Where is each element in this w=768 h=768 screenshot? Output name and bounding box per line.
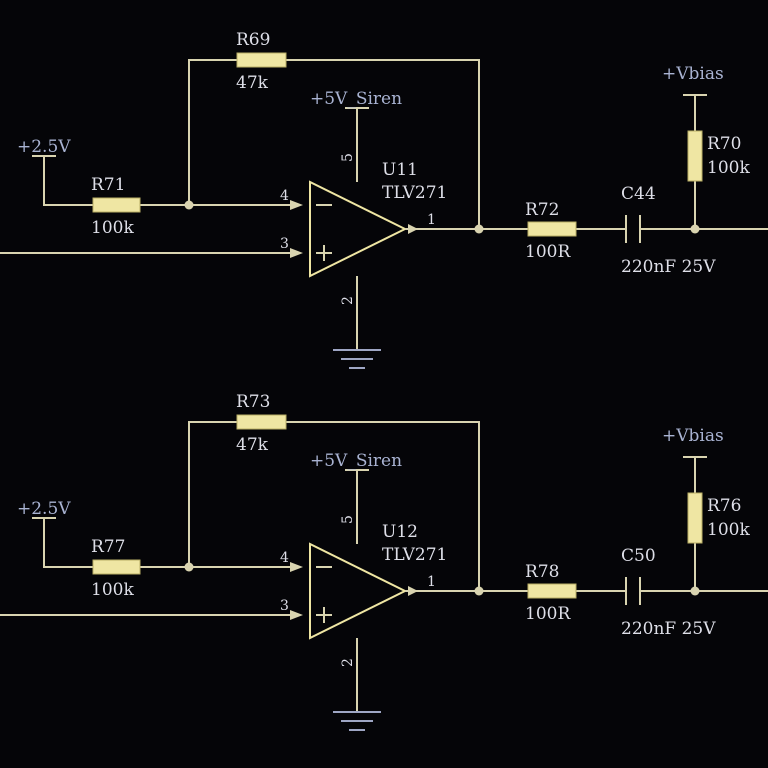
series-resistor (527, 583, 577, 599)
wire-input-bias (43, 518, 93, 568)
junction-dot (184, 200, 194, 210)
bias-resistor-ref: R70 (707, 134, 741, 154)
feedback-resistor (236, 52, 287, 68)
opamp (290, 542, 418, 640)
bias-resistor-ref: R76 (707, 496, 741, 516)
feedback-resistor (236, 414, 287, 430)
supply-net-label: +5V_Siren (310, 451, 402, 471)
input-resistor-value: 100k (91, 580, 134, 600)
opamp-pin-inv: 4 (280, 550, 289, 566)
opamp-pin-inv: 4 (280, 188, 289, 204)
input-resistor-ref: R77 (91, 537, 125, 557)
bias-resistor (687, 130, 703, 182)
wire-feedback-left (188, 59, 237, 205)
bias-resistor (687, 492, 703, 544)
wire-feedback-right (286, 421, 480, 591)
series-resistor-value: 100R (525, 604, 571, 624)
wire-input-bias (43, 156, 93, 206)
opamp-pin-gnd: 2 (340, 296, 356, 305)
output-bias-net-label: +Vbias (662, 64, 724, 84)
opamp-pin-out: 1 (427, 574, 436, 590)
feedback-resistor-ref: R69 (236, 30, 270, 50)
feedback-resistor-value: 47k (236, 435, 269, 455)
feedback-resistor-value: 47k (236, 73, 269, 93)
opamp-part: TLV271 (382, 183, 447, 203)
stage-1: +5V_Siren +2.5V +Vbias R69 47k R71 100k … (0, 30, 768, 369)
input-resistor (92, 197, 141, 213)
feedback-resistor-ref: R73 (236, 392, 270, 412)
junction-dot (690, 224, 700, 234)
ground-symbol (333, 349, 381, 369)
opamp-part: TLV271 (382, 545, 447, 565)
opamp (290, 180, 418, 278)
stage-2: +5V_Siren +2.5V +Vbias R73 47k R77 100k … (0, 392, 768, 731)
junction-dot (474, 586, 484, 596)
series-resistor-ref: R78 (525, 562, 559, 582)
opamp-pin-noninv: 3 (280, 236, 289, 252)
wire-feedback-right (286, 59, 480, 229)
coupling-capacitor (625, 215, 641, 243)
coupling-capacitor-ref: C44 (621, 184, 656, 204)
series-resistor (527, 221, 577, 237)
coupling-capacitor (625, 577, 641, 605)
opamp-pin-vcc: 5 (340, 153, 356, 162)
series-resistor-value: 100R (525, 242, 571, 262)
coupling-capacitor-ref: C50 (621, 546, 656, 566)
opamp-ref: U12 (382, 522, 418, 542)
opamp-pin-gnd: 2 (340, 658, 356, 667)
input-resistor (92, 559, 141, 575)
wire-feedback-left (188, 421, 237, 567)
coupling-capacitor-value: 220nF 25V (621, 257, 716, 277)
opamp-pin-vcc: 5 (340, 515, 356, 524)
series-resistor-ref: R72 (525, 200, 559, 220)
ground-symbol (333, 711, 381, 731)
junction-dot (474, 224, 484, 234)
bias-resistor-value: 100k (707, 520, 750, 540)
input-bias-net-label: +2.5V (17, 499, 71, 519)
coupling-capacitor-value: 220nF 25V (621, 619, 716, 639)
opamp-pin-noninv: 3 (280, 598, 289, 614)
input-bias-net-label: +2.5V (17, 137, 71, 157)
junction-dot (690, 586, 700, 596)
input-resistor-value: 100k (91, 218, 134, 238)
opamp-pin-out: 1 (427, 212, 436, 228)
opamp-ref: U11 (382, 160, 418, 180)
junction-dot (184, 562, 194, 572)
input-resistor-ref: R71 (91, 175, 125, 195)
output-bias-net-label: +Vbias (662, 426, 724, 446)
bias-resistor-value: 100k (707, 158, 750, 178)
supply-net-label: +5V_Siren (310, 89, 402, 109)
